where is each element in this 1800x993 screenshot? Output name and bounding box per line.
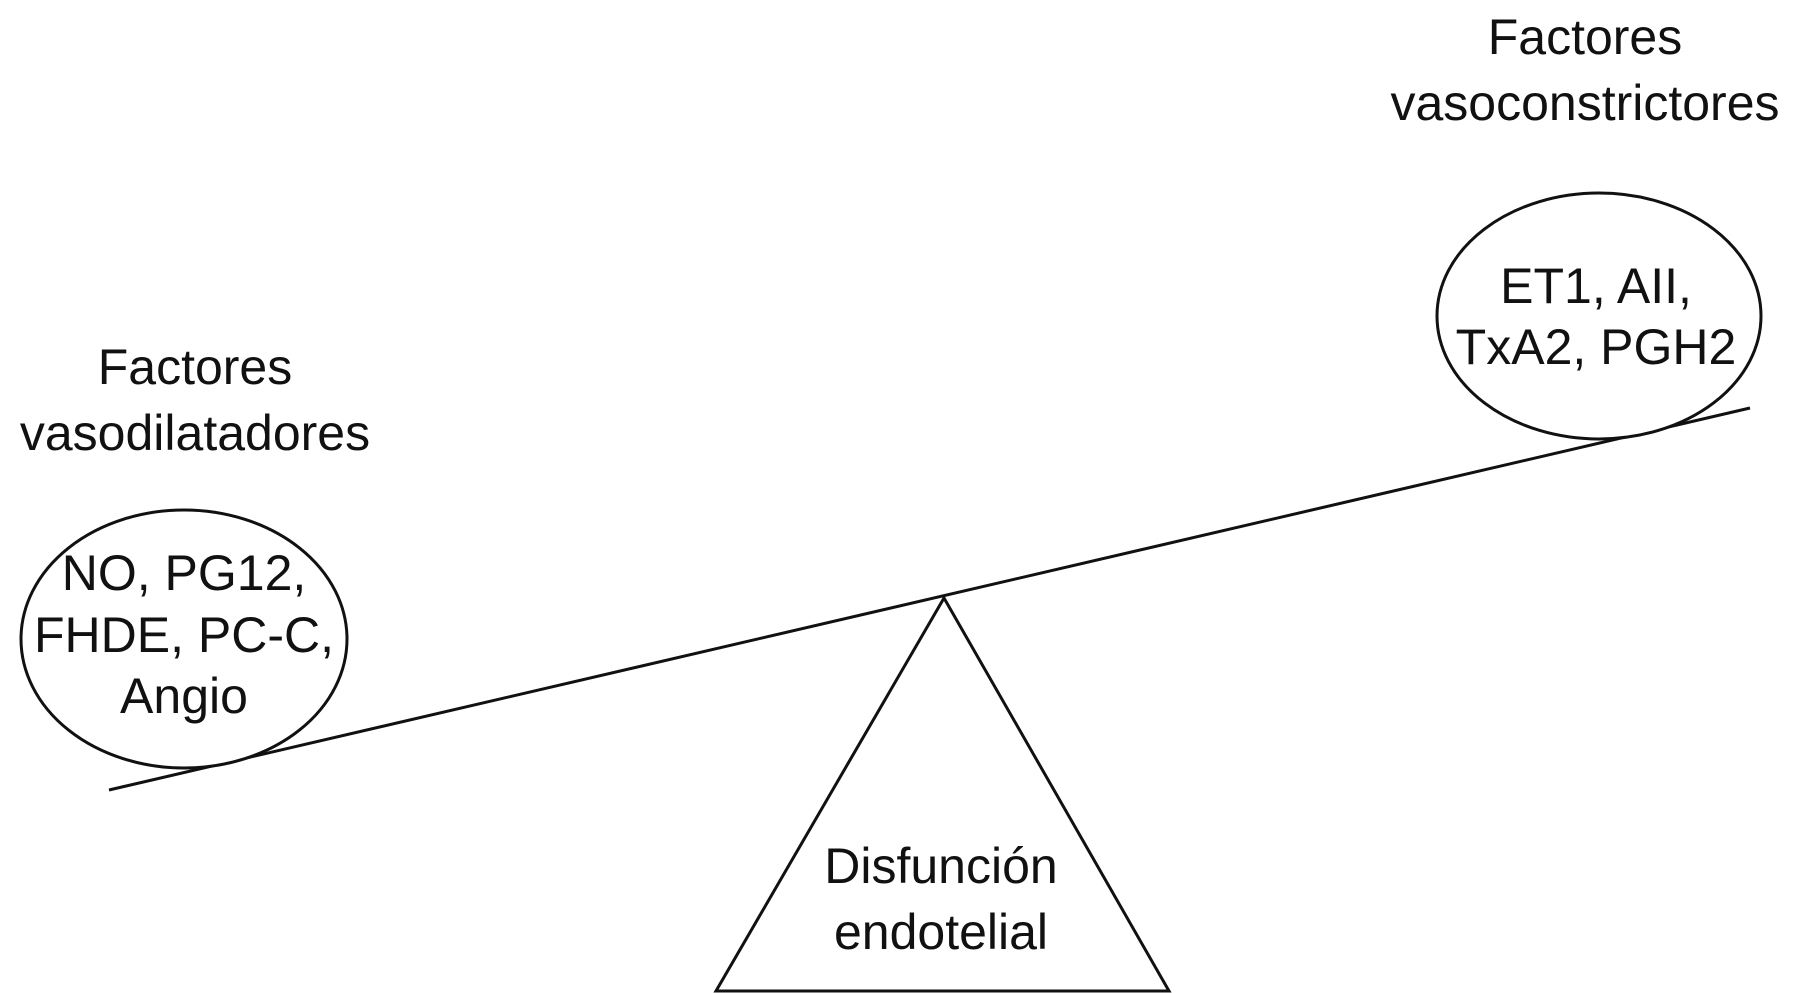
vasoconstrictor-title-line: vasoconstrictores <box>1390 75 1779 131</box>
vasoconstrictor-title-line: Factores <box>1488 9 1683 65</box>
seesaw-beam <box>108 406 1751 792</box>
vasodilator-title-line: Factores <box>98 339 293 395</box>
vasodilator-item-line: Angio <box>120 668 248 724</box>
vasodilator-ellipse <box>19 508 349 770</box>
vasodilator-title-line: vasodilatadores <box>20 405 370 461</box>
vasoconstrictor-item-line: TxA2, PGH2 <box>1456 319 1737 375</box>
vasodilator-item-line: FHDE, PC-C, <box>34 607 334 663</box>
fulcrum-label-line: Disfunción <box>824 838 1057 894</box>
fulcrum-triangle <box>713 594 1172 993</box>
vasoconstrictor-item-line: ET1, AII, <box>1500 258 1692 314</box>
vasodilator-item-line: NO, PG12, <box>62 545 307 601</box>
fulcrum-label-line: endotelial <box>834 904 1048 960</box>
vasoconstrictor-ellipse <box>1435 191 1763 441</box>
